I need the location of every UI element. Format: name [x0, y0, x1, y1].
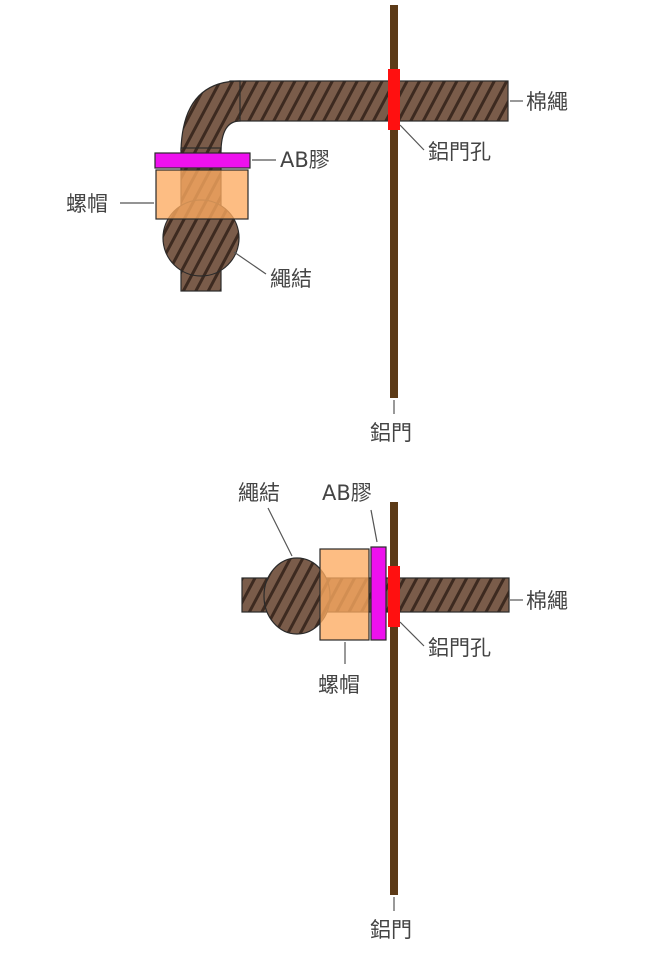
label-aluminum-door-hole: 鋁門孔: [428, 140, 491, 164]
nut: [319, 548, 370, 641]
diagram-top: 棉繩 鋁門孔 AB膠 螺帽 繩結 鋁門: [66, 5, 568, 445]
ab-glue: [370, 546, 387, 641]
diagram-bottom: 棉繩 鋁門孔 繩結 AB膠 螺帽 鋁門: [238, 481, 568, 942]
label-nut: 螺帽: [66, 192, 108, 216]
label-aluminum-door: 鋁門: [370, 918, 412, 942]
nut: [155, 169, 249, 220]
label-nut: 螺帽: [318, 673, 360, 697]
aluminum-door-hole: [388, 566, 400, 627]
label-aluminum-door: 鋁門: [370, 421, 412, 445]
label-cotton-rope: 棉繩: [526, 90, 568, 114]
label-ab-glue: AB膠: [322, 481, 372, 505]
label-cotton-rope: 棉繩: [526, 589, 568, 613]
aluminum-door: [390, 5, 398, 398]
aluminum-door: [390, 502, 398, 895]
label-ab-glue: AB膠: [280, 148, 330, 172]
ab-glue: [154, 152, 251, 169]
cotton-rope-bend: [180, 80, 241, 151]
cotton-rope-horizontal: [229, 80, 509, 122]
cotton-rope-horizontal: [379, 577, 510, 613]
label-rope-knot: 繩結: [238, 481, 280, 505]
aluminum-door-hole: [388, 69, 400, 130]
label-aluminum-door-hole: 鋁門孔: [428, 636, 491, 660]
label-rope-knot: 繩結: [270, 267, 312, 291]
